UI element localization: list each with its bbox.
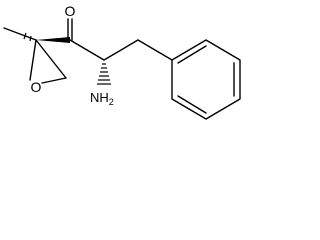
bond-epoxide-ch2-o	[41, 77, 67, 84]
hashed-wedge-amine	[97, 63, 111, 85]
amine-label: NH	[90, 90, 109, 105]
methyl-stereo-hash	[23, 32, 32, 42]
amine-subscript: 2	[109, 97, 114, 107]
bond-epoxide-c-o	[29, 39, 37, 81]
atom-label-epoxide-oxygen: O	[31, 79, 42, 95]
bond-calpha-ch2	[103, 39, 139, 61]
phenyl-double-3	[177, 95, 207, 114]
bond-co-calpha	[69, 39, 105, 61]
phenyl-ring	[171, 39, 241, 120]
bond-epoxide-c-ch2	[35, 39, 67, 79]
bond-methyl	[3, 27, 37, 41]
chemical-structure: O O NH2	[3, 3, 241, 120]
bond-ch2-ipso	[137, 39, 173, 61]
atom-label-amine: NH2	[90, 90, 114, 107]
atom-label-carbonyl-oxygen: O	[65, 3, 76, 19]
phenyl-double-1	[177, 45, 207, 64]
wedge-bond-epoxide	[36, 37, 70, 43]
